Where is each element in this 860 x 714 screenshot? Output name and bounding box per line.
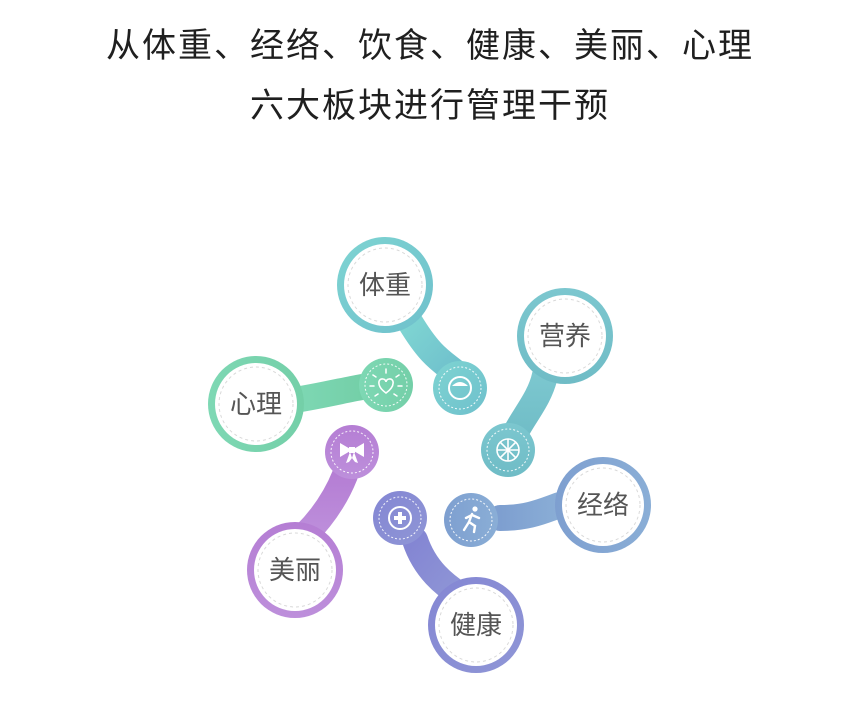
module-meridian: 经络 (444, 457, 651, 553)
mind-connector (282, 374, 375, 413)
heart-sun-icon (369, 368, 403, 397)
bowl-icon (448, 376, 472, 400)
nutrition-label: 营养 (539, 322, 591, 352)
mind-label: 心理 (230, 390, 282, 420)
citrus-icon (496, 438, 520, 462)
module-weight: 体重 (337, 237, 487, 415)
nutrition-big-circle-inner (524, 295, 606, 377)
beauty-label: 美丽 (269, 556, 321, 586)
bow-icon (340, 443, 364, 463)
meridian-label: 经络 (577, 491, 629, 521)
beauty-big-circle-inner (254, 529, 336, 611)
headline-line-2: 六大板块进行管理干预 (250, 86, 610, 126)
plus-icon (388, 506, 412, 530)
meridian-big-circle-inner (562, 464, 644, 546)
health-big-circle-inner (435, 584, 517, 666)
module-mind: 心理 (208, 356, 413, 452)
module-health: 健康 (373, 491, 524, 673)
headline-line-1: 从体重、经络、饮食、健康、美丽、心理 (106, 26, 754, 66)
module-nutrition: 营养 (481, 288, 613, 477)
health-label: 健康 (450, 611, 502, 641)
weight-label: 体重 (359, 271, 411, 301)
running-icon (462, 506, 481, 534)
mind-icon-circle (359, 358, 413, 412)
meridian-connector (487, 492, 573, 531)
mind-big-circle-inner (215, 363, 297, 445)
weight-icon-circle (433, 361, 487, 415)
module-beauty: 美丽 (247, 425, 379, 618)
weight-big-circle-inner (344, 244, 426, 326)
